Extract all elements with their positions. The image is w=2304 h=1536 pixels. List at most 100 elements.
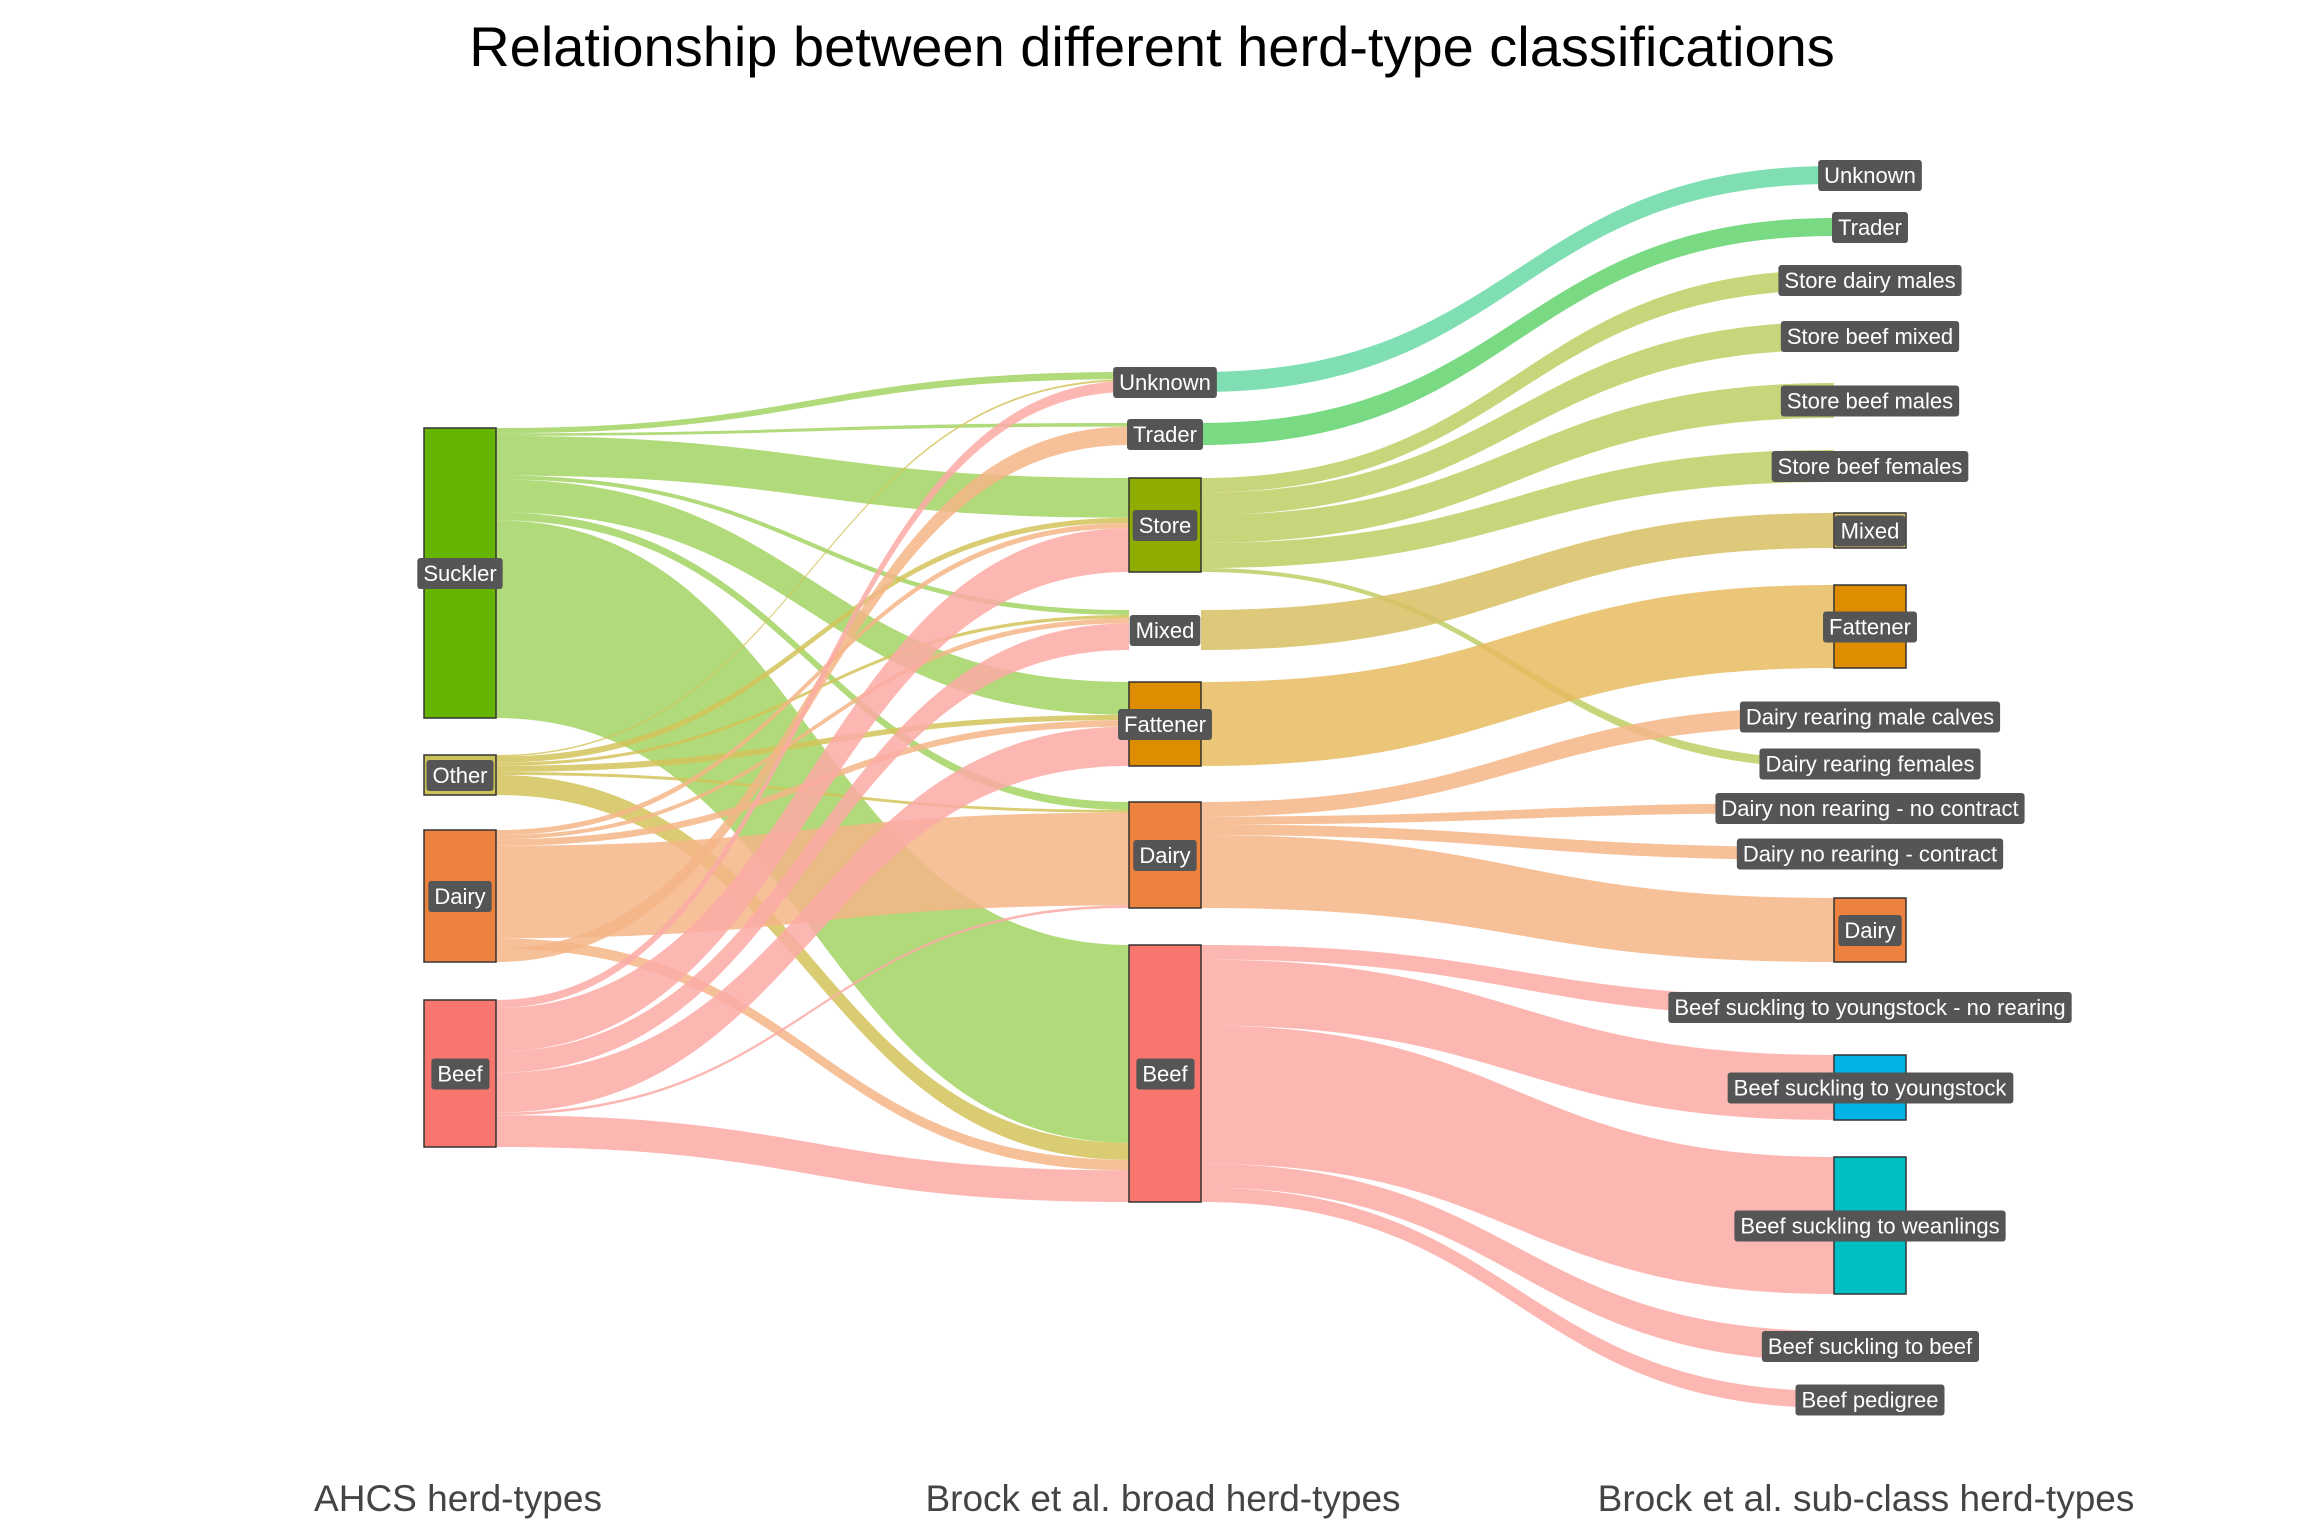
link-dairy_b-to-dnr — [1201, 803, 1834, 825]
node-label-drmc: Dairy rearing male calves — [1739, 701, 2001, 733]
link-dairy_b-to-dnrc — [1201, 824, 1834, 860]
node-label-bg-bsw — [1734, 1210, 2006, 1242]
node-label-bg-suckler — [417, 558, 503, 589]
node-label-bg-store_b — [1132, 510, 1198, 541]
node-label-bsb: Beef suckling to beef — [1761, 1331, 1980, 1362]
node-label-text-sdm: Store dairy males — [1784, 268, 1955, 293]
node-label-dairy_c: Dairy — [1838, 915, 1902, 946]
link-dairy_a-to-beef_b — [496, 938, 1129, 1171]
link-store_b-to-sbm — [1201, 383, 1834, 543]
node-label-dairy_a: Dairy — [428, 881, 492, 912]
node-label-text-mixed_c: Mixed — [1841, 519, 1900, 544]
node-label-text-dnr: Dairy non rearing - no contract — [1721, 796, 2018, 821]
node-label-text-dairy_b: Dairy — [1139, 843, 1190, 868]
link-beef_b-to-bsy — [1201, 959, 1834, 1120]
node-label-text-bsw: Beef suckling to weanlings — [1740, 1214, 1999, 1239]
node-label-dnr: Dairy non rearing - no contract — [1715, 793, 2025, 824]
node-label-bg-trader_b — [1127, 419, 1203, 450]
link-beef_a-to-store_b — [496, 528, 1129, 1052]
link-beef_a-to-fattener_b — [496, 726, 1129, 1113]
axis-label-broad: Brock et al. broad herd-types — [925, 1478, 1401, 1519]
node-label-bg-bsb — [1761, 1331, 1980, 1362]
node-label-trader_b: Trader — [1127, 419, 1203, 450]
node-label-bsy: Beef suckling to youngstock — [1727, 1072, 2014, 1104]
link-dairy_b-to-drmc — [1201, 707, 1834, 817]
node-label-bg-sbm — [1780, 385, 1960, 417]
axis-label-ahcs: AHCS herd-types — [314, 1478, 602, 1519]
node-label-text-dnrc: Dairy no rearing - contract — [1743, 842, 1997, 867]
node-label-bg-dairy_b — [1133, 840, 1197, 871]
node-label-bsyn: Beef suckling to youngstock - no rearing — [1668, 992, 2072, 1023]
node-label-bg-fattener_c — [1823, 611, 1917, 643]
node-label-suckler: Suckler — [417, 558, 503, 589]
chart-title: Relationship between different herd-type… — [469, 15, 1835, 78]
link-other-to-beef_b — [496, 775, 1129, 1160]
node-label-sbf: Store beef females — [1771, 451, 1969, 482]
link-suckler-to-unknown_b — [496, 372, 1129, 434]
node-label-text-suckler: Suckler — [423, 561, 496, 586]
link-beef_b-to-bsb — [1201, 1163, 1834, 1361]
node-label-beef_b: Beef — [1136, 1058, 1195, 1090]
node-label-bg-mixed_c — [1834, 515, 1906, 547]
node-label-unknown_b: Unknown — [1113, 367, 1217, 398]
node-label-bg-beef_a — [431, 1058, 490, 1090]
link-other-to-store_b — [496, 517, 1129, 763]
node-label-bg-beef_b — [1136, 1058, 1195, 1090]
node-label-other: Other — [426, 760, 494, 791]
node-label-bg-bsy — [1727, 1072, 2014, 1104]
node-label-text-unknown_b: Unknown — [1119, 370, 1211, 395]
node-label-drf: Dairy rearing females — [1759, 748, 1981, 780]
node-label-bg-other — [426, 760, 494, 791]
node-label-bg-fattener_b — [1118, 709, 1212, 740]
links-layer — [496, 166, 1834, 1408]
node-label-bg-unknown_b — [1113, 367, 1217, 398]
node-label-text-other: Other — [432, 763, 487, 788]
node-label-bg-drf — [1759, 748, 1981, 780]
node-label-sbm: Store beef males — [1780, 385, 1960, 417]
node-label-text-drf: Dairy rearing females — [1765, 752, 1974, 777]
link-suckler-to-fattener_b — [496, 479, 1129, 715]
link-beef_b-to-bsw — [1201, 1025, 1834, 1294]
node-label-dnrc: Dairy no rearing - contract — [1736, 838, 2004, 870]
node-label-bg-bped — [1795, 1384, 1945, 1416]
link-store_b-to-sbmix — [1201, 322, 1834, 516]
node-label-text-beef_b: Beef — [1142, 1062, 1188, 1087]
link-beef_a-to-mixed_b — [496, 623, 1129, 1073]
link-fattener_b-to-fattener_c — [1201, 585, 1834, 766]
node-label-trader_c: Trader — [1832, 212, 1908, 243]
node-label-dairy_b: Dairy — [1133, 840, 1197, 871]
node-label-fattener_b: Fattener — [1118, 709, 1212, 740]
link-suckler-to-mixed_b — [496, 475, 1129, 615]
link-beef_a-to-unknown_b — [496, 381, 1129, 1008]
node-label-text-sbf: Store beef females — [1778, 454, 1963, 479]
node-label-text-trader_c: Trader — [1838, 215, 1902, 240]
node-label-bg-trader_c — [1832, 212, 1908, 243]
node-label-text-sbmix: Store beef mixed — [1787, 324, 1953, 349]
node-label-text-fattener_b: Fattener — [1124, 712, 1206, 737]
node-label-bg-dnrc — [1736, 838, 2004, 870]
link-beef_b-to-bped — [1201, 1187, 1834, 1408]
node-label-store_b: Store — [1132, 510, 1198, 541]
node-label-bg-unknown_c — [1818, 160, 1922, 191]
node-label-bg-drmc — [1739, 701, 2001, 733]
link-dairy_a-to-mixed_b — [496, 618, 1129, 840]
link-suckler-to-dairy_b — [496, 512, 1129, 810]
node-label-text-fattener_c: Fattener — [1829, 615, 1911, 640]
axis-label-subclass: Brock et al. sub-class herd-types — [1597, 1478, 2135, 1519]
node-label-bg-mixed_b — [1129, 615, 1201, 646]
link-beef_a-to-dairy_b — [496, 905, 1129, 1116]
node-label-sbmix: Store beef mixed — [1780, 321, 1960, 352]
link-beef_a-to-beef_b — [496, 1115, 1129, 1202]
node-label-mixed_b: Mixed — [1129, 615, 1201, 646]
link-unknown_b-to-unknown_c — [1201, 166, 1834, 392]
node-label-text-dairy_c: Dairy — [1844, 918, 1895, 943]
node-label-bped: Beef pedigree — [1795, 1384, 1945, 1416]
node-label-text-unknown_c: Unknown — [1824, 163, 1916, 188]
node-label-fattener_c: Fattener — [1823, 611, 1917, 643]
link-dairy_b-to-dairy_c — [1201, 835, 1834, 962]
link-mixed_b-to-mixed_c — [1201, 513, 1834, 650]
node-label-text-bsy: Beef suckling to youngstock — [1734, 1076, 2008, 1101]
node-label-bg-bsyn — [1668, 992, 2072, 1023]
node-label-bg-dairy_c — [1838, 915, 1902, 946]
